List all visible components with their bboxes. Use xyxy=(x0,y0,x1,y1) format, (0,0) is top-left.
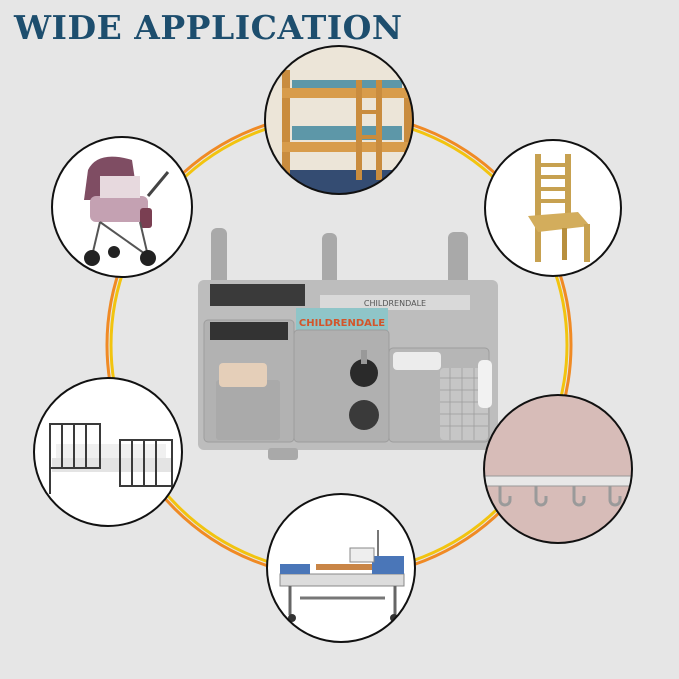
scene-bunk-bed xyxy=(264,45,414,195)
page-title: WIDE APPLICATION xyxy=(14,8,403,47)
scene-baby-stroller xyxy=(51,136,193,278)
scene-chair xyxy=(484,139,622,277)
book-spine-text: CHILDRENDALE xyxy=(364,299,426,308)
scene-hospital-bed xyxy=(266,493,416,643)
scene-wall-hook xyxy=(483,394,633,544)
bedside-caddy: CHILDRENDALE CHILDRENDALE xyxy=(198,228,498,460)
book-label: CHILDRENDALE xyxy=(299,318,385,329)
scene-metal-bed xyxy=(33,377,183,527)
